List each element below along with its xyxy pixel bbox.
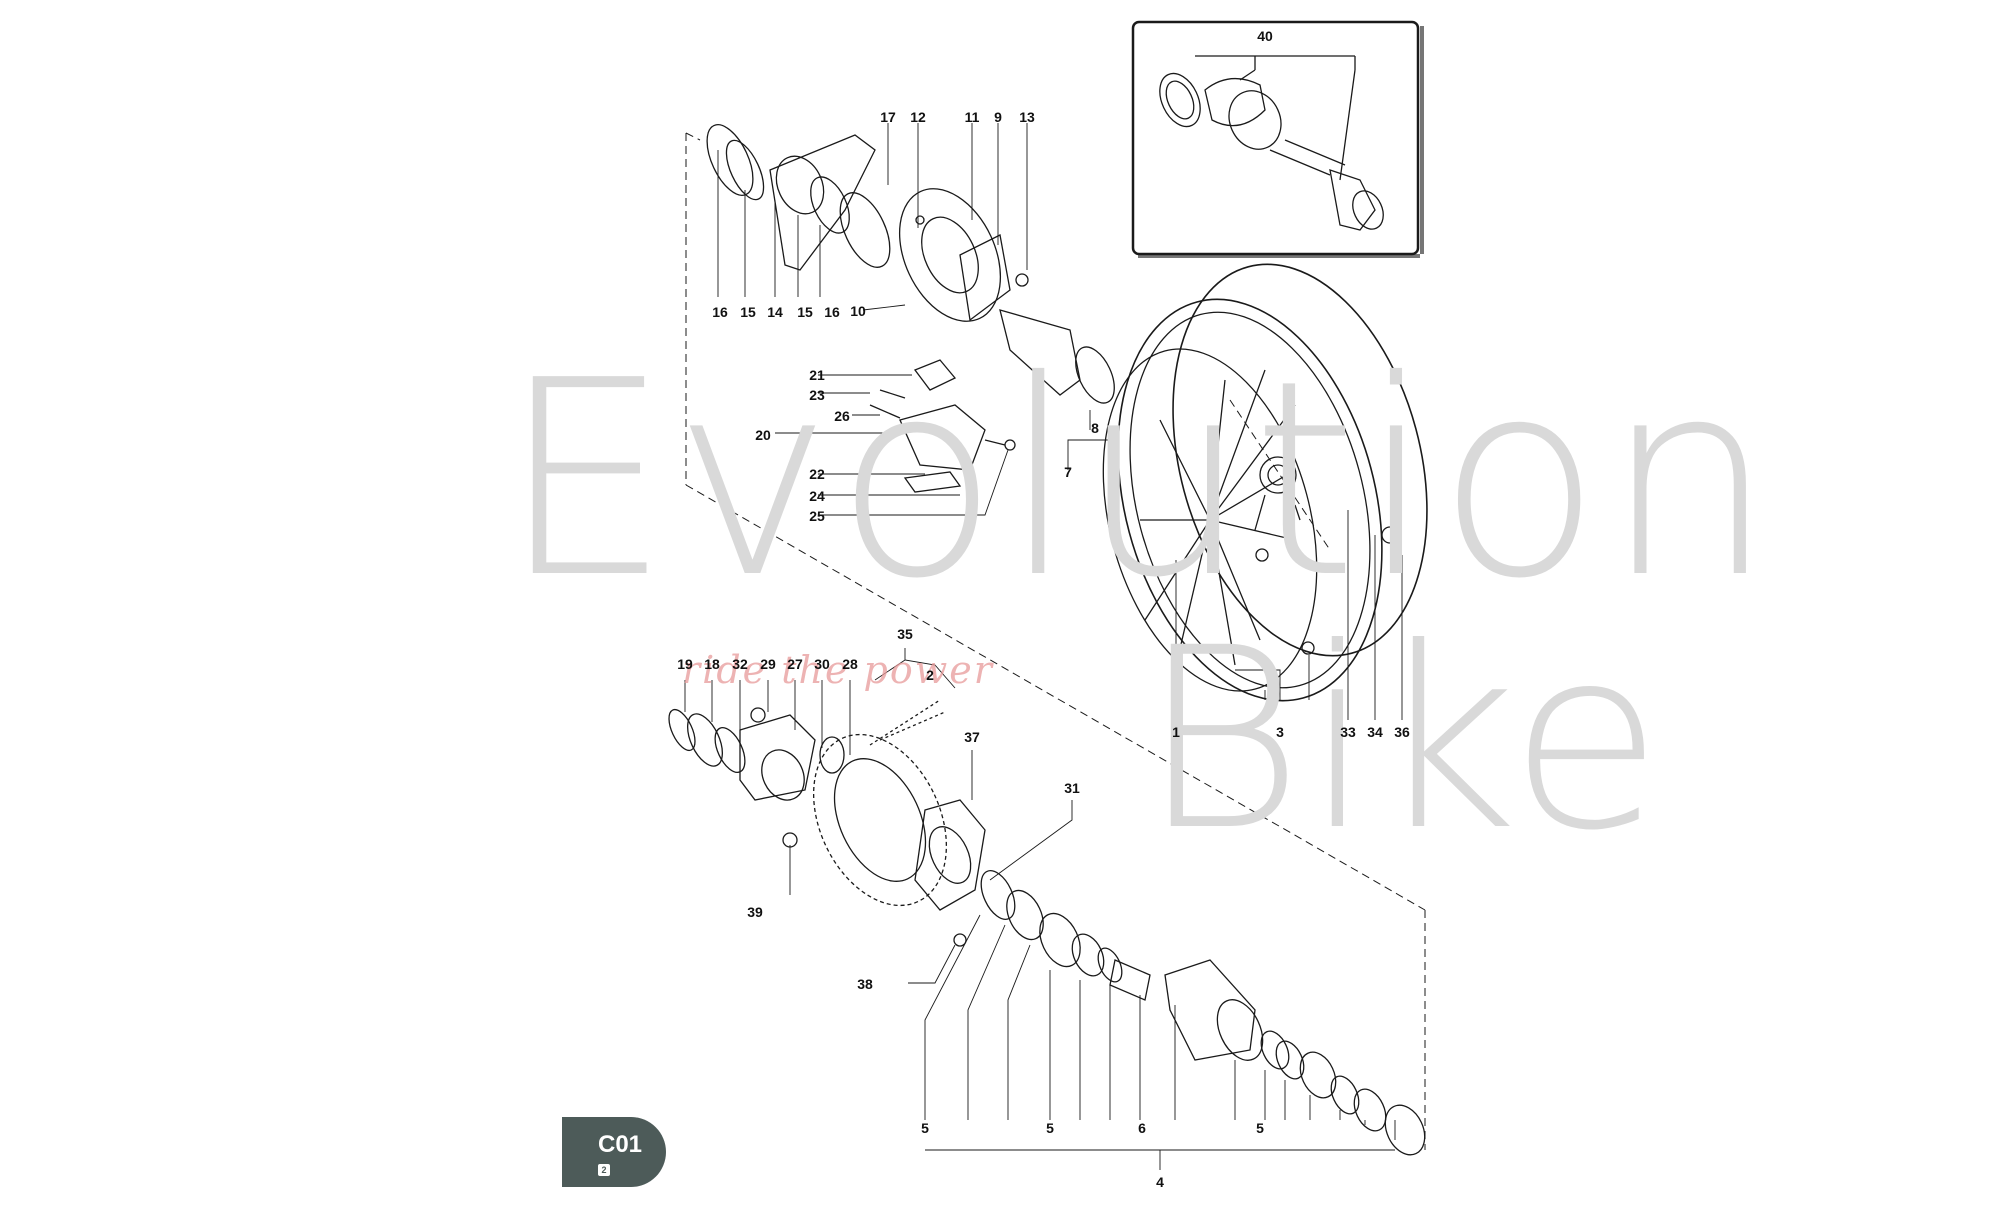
callout-33: 33 (1340, 724, 1356, 740)
callout-14: 14 (767, 304, 783, 320)
callout-20: 20 (755, 427, 771, 443)
callout-3: 3 (1276, 724, 1284, 740)
callout-17: 17 (880, 109, 896, 125)
callout-13: 13 (1019, 109, 1035, 125)
page-tag-sub: 2 (598, 1164, 610, 1176)
callout-5-a: 5 (921, 1120, 929, 1136)
callout-18: 18 (704, 656, 720, 672)
callout-31: 31 (1064, 780, 1080, 796)
wheel-rim (1102, 263, 1428, 702)
callout-12: 12 (910, 109, 926, 125)
page-tag-code: C01 (598, 1131, 643, 1158)
callout-29: 29 (760, 656, 776, 672)
callout-22: 22 (809, 466, 825, 482)
callout-10: 10 (850, 303, 866, 319)
callout-38: 38 (857, 976, 873, 992)
callout-25: 25 (809, 508, 825, 524)
callout-16-b: 16 (824, 304, 840, 320)
callout-36: 36 (1394, 724, 1410, 740)
callout-23: 23 (809, 387, 825, 403)
callout-28: 28 (842, 656, 858, 672)
callout-32: 32 (732, 656, 748, 672)
callout-30: 30 (814, 656, 830, 672)
hub-bearings-group (980, 870, 1426, 1156)
callout-34: 34 (1367, 724, 1383, 740)
sprocket-group (668, 699, 986, 947)
callout-40: 40 (1257, 28, 1273, 44)
callout-4: 4 (1156, 1174, 1164, 1190)
callout-19: 19 (677, 656, 693, 672)
callout-37: 37 (964, 729, 980, 745)
callout-16-a: 16 (712, 304, 728, 320)
callout-27: 27 (787, 656, 803, 672)
callout-39: 39 (747, 904, 763, 920)
watermark-slogan: ride the power (682, 648, 994, 692)
callout-15-b: 15 (797, 304, 813, 320)
leader-lines (684, 123, 1403, 1170)
caliper-group (869, 359, 1016, 493)
callout-2: 2 (926, 667, 934, 683)
page-tag: C01 2 (562, 1117, 666, 1187)
callout-9: 9 (994, 109, 1002, 125)
callout-26: 26 (834, 408, 850, 424)
callout-5-b: 5 (1046, 1120, 1054, 1136)
inset-box (1131, 20, 1424, 258)
callout-35: 35 (897, 626, 913, 642)
callout-24: 24 (809, 488, 825, 504)
callout-11: 11 (964, 109, 980, 125)
callout-15-a: 15 (740, 304, 756, 320)
callout-1: 1 (1172, 724, 1180, 740)
callout-6: 6 (1138, 1120, 1146, 1136)
callout-7: 7 (1064, 464, 1072, 480)
assembly-axis (685, 132, 1426, 1150)
brake-disc-group (706, 124, 1115, 404)
callout-8: 8 (1091, 420, 1099, 436)
callout-21: 21 (809, 367, 825, 383)
callout-5-c: 5 (1256, 1120, 1264, 1136)
